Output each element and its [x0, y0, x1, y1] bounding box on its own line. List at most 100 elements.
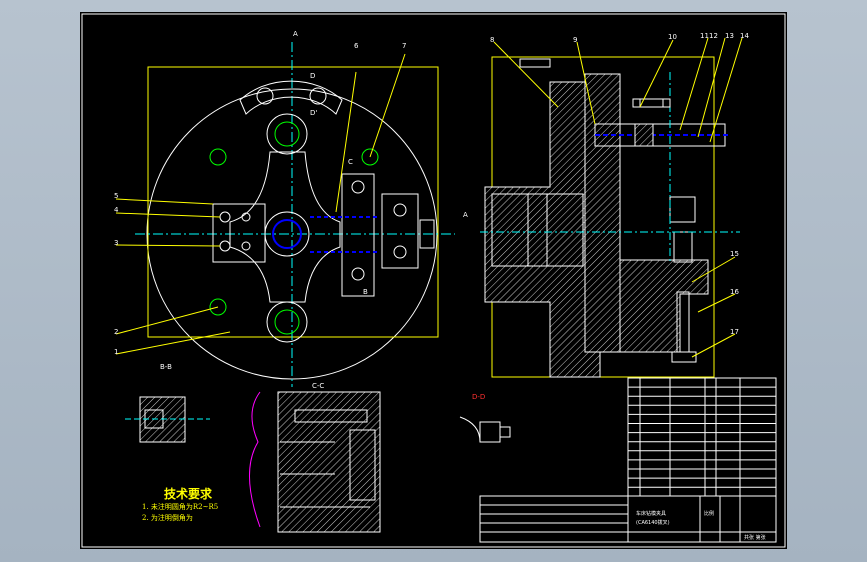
right-support — [341, 173, 375, 297]
clamp-screw-3 — [241, 212, 251, 222]
clamp-screw-1 — [219, 211, 231, 223]
drawing-frame — [81, 13, 786, 548]
leader-4 — [115, 212, 221, 218]
section-label-a-side: A — [463, 211, 468, 219]
support-screw-2 — [351, 267, 365, 281]
dd-outline — [459, 416, 481, 443]
section-label-a-top: A — [293, 30, 298, 38]
leader-17 — [691, 333, 736, 358]
sheet-label: 共张 第张 — [744, 534, 766, 541]
dd-cap — [499, 426, 511, 438]
upper-boss-bore — [274, 121, 300, 147]
spindle-bore — [491, 193, 548, 267]
cc-slot-2 — [349, 429, 376, 501]
part-number-10: 10 — [668, 33, 677, 41]
leader-8 — [493, 41, 559, 108]
fixture-plate — [584, 73, 621, 353]
side-section-view — [480, 37, 743, 378]
technical-requirements: 技术要求 1. 未注明圆角为R2~R5 2. 为注明倒角为 — [142, 486, 218, 522]
section-label-bb: B-B — [160, 363, 172, 371]
part-number-17: 17 — [730, 328, 739, 336]
support-screw-1 — [351, 180, 365, 194]
leader-9 — [576, 41, 596, 125]
arc-slot — [239, 80, 343, 115]
tech-req-line-1: 1. 未注明圆角为R2~R5 — [142, 502, 218, 511]
top-view — [115, 42, 455, 387]
part-number-1: 1 — [114, 348, 118, 356]
left-clamp-block — [212, 203, 266, 263]
leader-6 — [335, 71, 357, 213]
locating-hole-2 — [209, 298, 227, 316]
section-label-dd: D-D — [472, 393, 485, 401]
slot-hole-left — [256, 87, 274, 105]
leader-7 — [369, 53, 406, 158]
leader-1 — [115, 331, 231, 355]
part-number-14: 14 — [740, 32, 749, 40]
bb-detail — [125, 396, 210, 443]
dim-tag-3 — [639, 98, 671, 108]
dd-bush — [479, 421, 501, 443]
link-block — [669, 196, 696, 223]
leader-2 — [115, 306, 219, 335]
drawing-subtitle: (CA6140拨叉) — [636, 519, 670, 526]
leader-16 — [697, 293, 736, 313]
part-number-4: 4 — [114, 206, 119, 214]
locating-hole-1 — [209, 148, 227, 166]
part-number-12: 12 — [709, 32, 718, 40]
scale-label: 比例 — [704, 510, 714, 517]
leader-14 — [709, 37, 743, 143]
section-label-cc: C-C — [312, 382, 324, 390]
section-label-c: C — [348, 158, 353, 166]
center-bore — [272, 219, 302, 249]
section-label-d: D — [310, 72, 315, 80]
leader-11 — [679, 37, 709, 131]
drawing-name: 车床钻模夹具 — [636, 510, 666, 517]
dim-tag-2 — [519, 58, 551, 68]
section-labels: A A B-B C-C D-D C B D D' — [160, 30, 485, 401]
part-number-8: 8 — [490, 36, 494, 44]
dim-tag-1 — [632, 98, 664, 108]
link-rod — [673, 231, 693, 263]
cc-break-line — [249, 391, 261, 528]
part-number-labels: 5 4 3 2 1 6 7 8 9 10 11 12 13 14 15 16 1… — [114, 32, 749, 356]
part-number-15: 15 — [730, 250, 739, 258]
section-body — [484, 81, 601, 378]
dd-detail — [459, 416, 511, 443]
fork-workpiece — [229, 151, 341, 303]
clamp-screw-5 — [393, 203, 407, 217]
cc-slot-1 — [294, 409, 368, 423]
upper-boss-outer — [266, 113, 308, 155]
part-number-16: 16 — [730, 288, 739, 296]
lower-boss-outer — [266, 301, 308, 343]
part-number-6: 6 — [354, 42, 359, 50]
right-clamp-block — [381, 193, 419, 269]
leader-10 — [639, 39, 674, 108]
clamp-screw-4 — [241, 241, 251, 251]
dimension-box — [147, 66, 439, 338]
cad-drawing: 车床钻模夹具 (CA6140拨叉) 比例 共张 第张 5 4 3 2 1 6 7… — [81, 13, 786, 548]
section-label-d-prime: D' — [310, 109, 317, 117]
inner-bore — [527, 193, 584, 267]
drill-bush — [634, 123, 654, 147]
clamp-screw-2 — [219, 240, 231, 252]
part-number-11: 11 — [700, 32, 709, 40]
slot-hole-right — [309, 87, 327, 105]
locating-hole-3 — [361, 148, 379, 166]
drawing-sheet: 车床钻模夹具 (CA6140拨叉) 比例 共张 第张 5 4 3 2 1 6 7… — [80, 12, 787, 549]
part-number-7: 7 — [402, 42, 406, 50]
title-block: 车床钻模夹具 (CA6140拨叉) 比例 共张 第张 — [479, 495, 777, 543]
cc-section — [277, 391, 381, 533]
clamp-arm — [619, 259, 709, 353]
part-number-5: 5 — [114, 192, 118, 200]
leader-3 — [115, 244, 221, 247]
tech-req-line-2: 2. 为注明倒角为 — [142, 513, 193, 522]
part-number-2: 2 — [114, 328, 118, 336]
part-number-3: 3 — [114, 239, 118, 247]
section-label-b: B — [363, 288, 368, 296]
parts-list — [627, 377, 777, 497]
hand-knob[interactable] — [671, 351, 697, 363]
clamp-screw-6 — [393, 245, 407, 259]
knurled-knob[interactable] — [419, 219, 435, 249]
tech-req-title: 技术要求 — [164, 486, 213, 501]
